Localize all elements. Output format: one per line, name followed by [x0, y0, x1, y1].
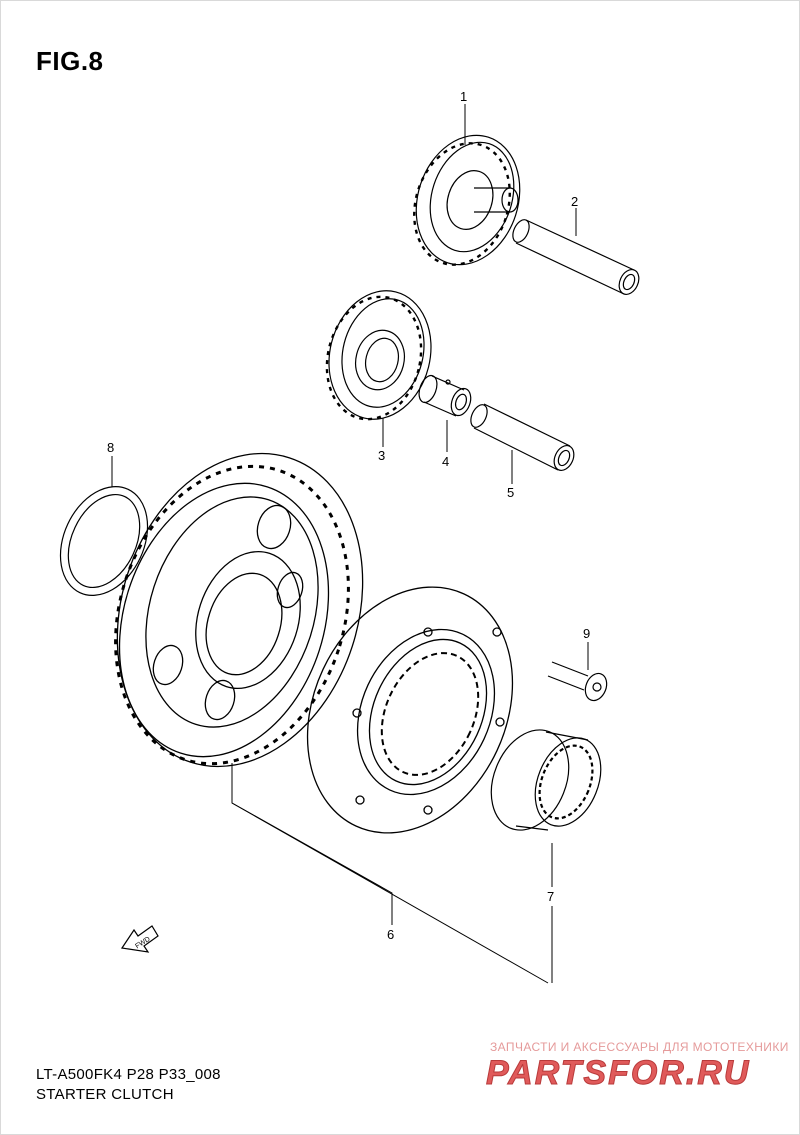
part-2-shaft [512, 219, 640, 295]
callout-8: 8 [107, 440, 114, 455]
callout-7: 7 [547, 889, 554, 904]
callout-3: 3 [378, 448, 385, 463]
svg-text:PARTSFOR.RU: PARTSFOR.RU [486, 1054, 750, 1092]
part-6-clutch-housing [306, 586, 514, 834]
callout-6: 6 [387, 927, 394, 942]
figure-title: FIG.8 [36, 46, 104, 76]
callout-labels: 1 2 3 4 5 6 7 8 9 [107, 89, 590, 942]
part-5-shaft [470, 403, 575, 471]
part-9-bolt [547, 661, 608, 702]
fwd-arrow-icon: FWD [120, 925, 159, 953]
callout-1: 1 [460, 89, 467, 104]
part-6-large-gear [114, 452, 364, 768]
part-1-gear [413, 134, 521, 266]
watermark-text: ЗАПЧАСТИ И АКСЕССУАРЫ ДЛЯ МОТОТЕХНИКИ [490, 1040, 789, 1054]
diagram-caption: STARTER CLUTCH [36, 1086, 174, 1103]
callout-5: 5 [507, 485, 514, 500]
part-3-gear [325, 290, 432, 421]
part-8-washer [59, 486, 149, 596]
diagram-code: LT-A500FK4 P28 P33_008 [36, 1066, 221, 1083]
watermark-logo: PARTSFOR.RU [486, 1054, 750, 1093]
callout-9: 9 [583, 626, 590, 641]
callout-2: 2 [571, 194, 578, 209]
part-4-bushing [418, 374, 472, 417]
callout-4: 4 [442, 454, 449, 469]
part-7-needle-bearing [490, 729, 602, 831]
leader-lines [111, 104, 589, 984]
